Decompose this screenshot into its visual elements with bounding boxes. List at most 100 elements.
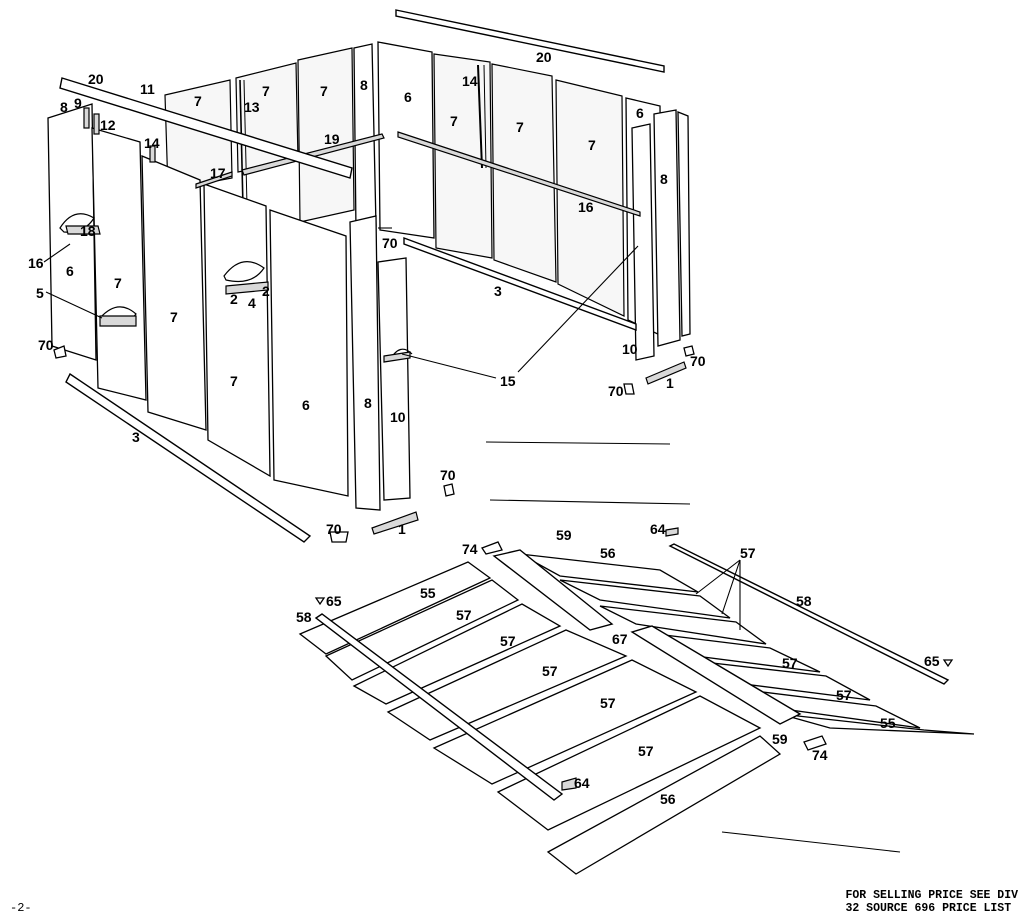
ridge-59-bottom xyxy=(630,625,802,725)
rail-19 xyxy=(241,133,385,176)
callout-7a: 7 xyxy=(194,93,202,109)
callout-20b: 20 xyxy=(536,49,552,65)
callout-13: 13 xyxy=(244,99,260,115)
callout-8c: 8 xyxy=(60,99,68,115)
fitting-65-b xyxy=(942,659,954,668)
part-14-left xyxy=(149,145,156,163)
callout-1b: 1 xyxy=(398,521,406,537)
callout-74a: 74 xyxy=(462,541,478,557)
callout-64a: 64 xyxy=(650,521,666,537)
callout-7c: 7 xyxy=(320,83,328,99)
fitting-74-a xyxy=(481,541,503,555)
callout-labels: 20 20 11 7 7 7 8 6 14 7 7 7 6 8 8 9 12 1… xyxy=(28,49,940,807)
callout-56b: 56 xyxy=(660,791,676,807)
callout-17: 17 xyxy=(210,165,226,181)
callout-57a: 57 xyxy=(740,545,756,561)
callout-2b: 2 xyxy=(262,283,270,299)
bottom-rail-3-front xyxy=(65,372,312,543)
bracket-70-c xyxy=(443,483,455,497)
callout-14b: 14 xyxy=(144,135,160,151)
callout-8d: 8 xyxy=(364,395,372,411)
callout-59b: 59 xyxy=(772,731,788,747)
channel-18 xyxy=(65,225,101,235)
callout-65a: 65 xyxy=(326,593,342,609)
part-17 xyxy=(195,171,233,189)
callout-56a: 56 xyxy=(600,545,616,561)
bracket-70-d xyxy=(623,383,635,395)
fitting-65-a xyxy=(314,597,326,606)
rail-16 xyxy=(397,131,641,217)
price-list-note: FOR SELLING PRICE SEE DIV 32 SOURCE 696 … xyxy=(845,889,1018,915)
callout-8b: 8 xyxy=(660,171,668,187)
callout-55a: 55 xyxy=(420,585,436,601)
callout-7b: 7 xyxy=(262,83,270,99)
callout-57b: 57 xyxy=(456,607,472,623)
callout-15: 15 xyxy=(500,373,516,389)
callout-10b: 10 xyxy=(622,341,638,357)
callout-14a: 14 xyxy=(462,73,478,89)
back-wall-right xyxy=(377,41,691,361)
callout-70c: 70 xyxy=(690,353,706,369)
callout-58a: 58 xyxy=(796,593,812,609)
callout-57d: 57 xyxy=(542,663,558,679)
roof-assembly xyxy=(298,553,975,875)
callout-8a: 8 xyxy=(360,77,368,93)
callout-6a: 6 xyxy=(404,89,412,105)
callout-10a: 10 xyxy=(390,409,406,425)
callout-57h: 57 xyxy=(638,743,654,759)
callout-16b: 16 xyxy=(578,199,594,215)
callout-58b: 58 xyxy=(296,609,312,625)
fitting-64-a xyxy=(665,527,679,537)
callout-4: 4 xyxy=(248,295,256,311)
sill-1-front xyxy=(371,511,419,535)
callout-57c: 57 xyxy=(500,633,516,649)
callout-19: 19 xyxy=(324,131,340,147)
price-note-line2: 32 SOURCE 696 PRICE LIST xyxy=(845,902,1012,915)
bracket-70-e xyxy=(683,345,695,357)
price-note-line1: FOR SELLING PRICE SEE DIV xyxy=(845,889,1018,902)
callout-7i: 7 xyxy=(230,373,238,389)
bracket-70-b xyxy=(329,531,349,543)
callout-9: 9 xyxy=(74,95,82,111)
callout-74b: 74 xyxy=(812,747,828,763)
callout-7h: 7 xyxy=(170,309,178,325)
callout-1a: 1 xyxy=(666,375,674,391)
callout-70a: 70 xyxy=(38,337,54,353)
top-rail-20-right xyxy=(395,9,665,73)
bottom-rail-3-back xyxy=(403,236,637,332)
ridge-59-top xyxy=(492,549,614,631)
callout-16a: 16 xyxy=(28,255,44,271)
channel-5 xyxy=(99,315,137,327)
part-12 xyxy=(93,113,100,135)
callout-70d: 70 xyxy=(608,383,624,399)
callout-70f: 70 xyxy=(326,521,342,537)
callout-6d: 6 xyxy=(302,397,310,413)
fitting-74-b xyxy=(803,735,827,751)
callout-7d: 7 xyxy=(450,113,458,129)
callout-64b: 64 xyxy=(574,775,590,791)
bracket-70-a xyxy=(53,345,67,359)
callout-59a: 59 xyxy=(556,527,572,543)
top-rail-20-left xyxy=(59,77,353,179)
callout-3a: 3 xyxy=(494,283,502,299)
page-number: -2- xyxy=(10,901,32,915)
rail-58-left xyxy=(314,613,564,801)
callout-70b: 70 xyxy=(382,235,398,251)
callout-67: 67 xyxy=(612,631,628,647)
callout-12: 12 xyxy=(100,117,116,133)
part-9 xyxy=(83,107,90,129)
callout-6b: 6 xyxy=(636,105,644,121)
fitting-64-b xyxy=(561,777,577,791)
callout-2a: 2 xyxy=(230,291,238,307)
callout-55b: 55 xyxy=(880,715,896,731)
callout-3b: 3 xyxy=(132,429,140,445)
callout-7e: 7 xyxy=(516,119,524,135)
callout-7g: 7 xyxy=(114,275,122,291)
sill-1-back xyxy=(645,361,687,385)
callout-57g: 57 xyxy=(836,687,852,703)
callout-11: 11 xyxy=(140,81,155,97)
callout-65b: 65 xyxy=(924,653,940,669)
callout-5: 5 xyxy=(36,285,44,301)
